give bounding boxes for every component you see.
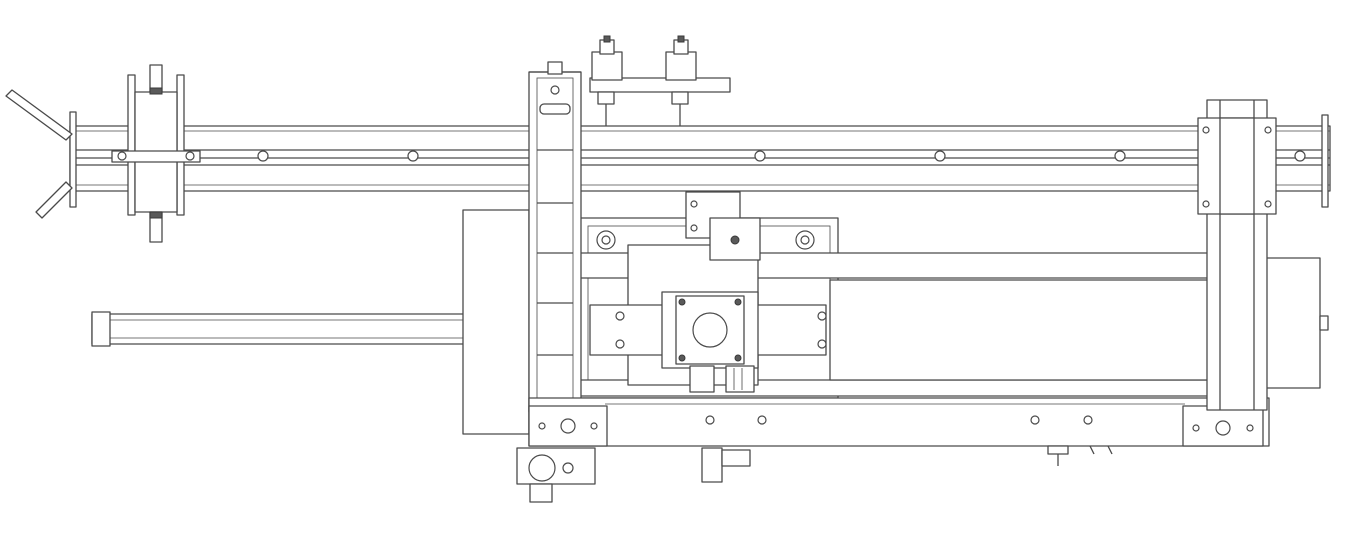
back-plate: [462, 209, 530, 435]
vertical-ladder-column: [528, 61, 582, 413]
top-valve-bracket: [589, 35, 731, 126]
right-vertical-column: [1197, 99, 1277, 411]
center-cross-block: [589, 191, 827, 393]
carriage-bolts: [596, 230, 815, 250]
left-end-arms: [5, 89, 73, 219]
bottom-fittings: [516, 445, 1113, 503]
horizontal-cylinder: [91, 311, 467, 347]
left-clamp-assembly: [111, 64, 201, 243]
beam-bolts: [257, 150, 1306, 162]
bottom-base-rail: [528, 397, 1270, 447]
